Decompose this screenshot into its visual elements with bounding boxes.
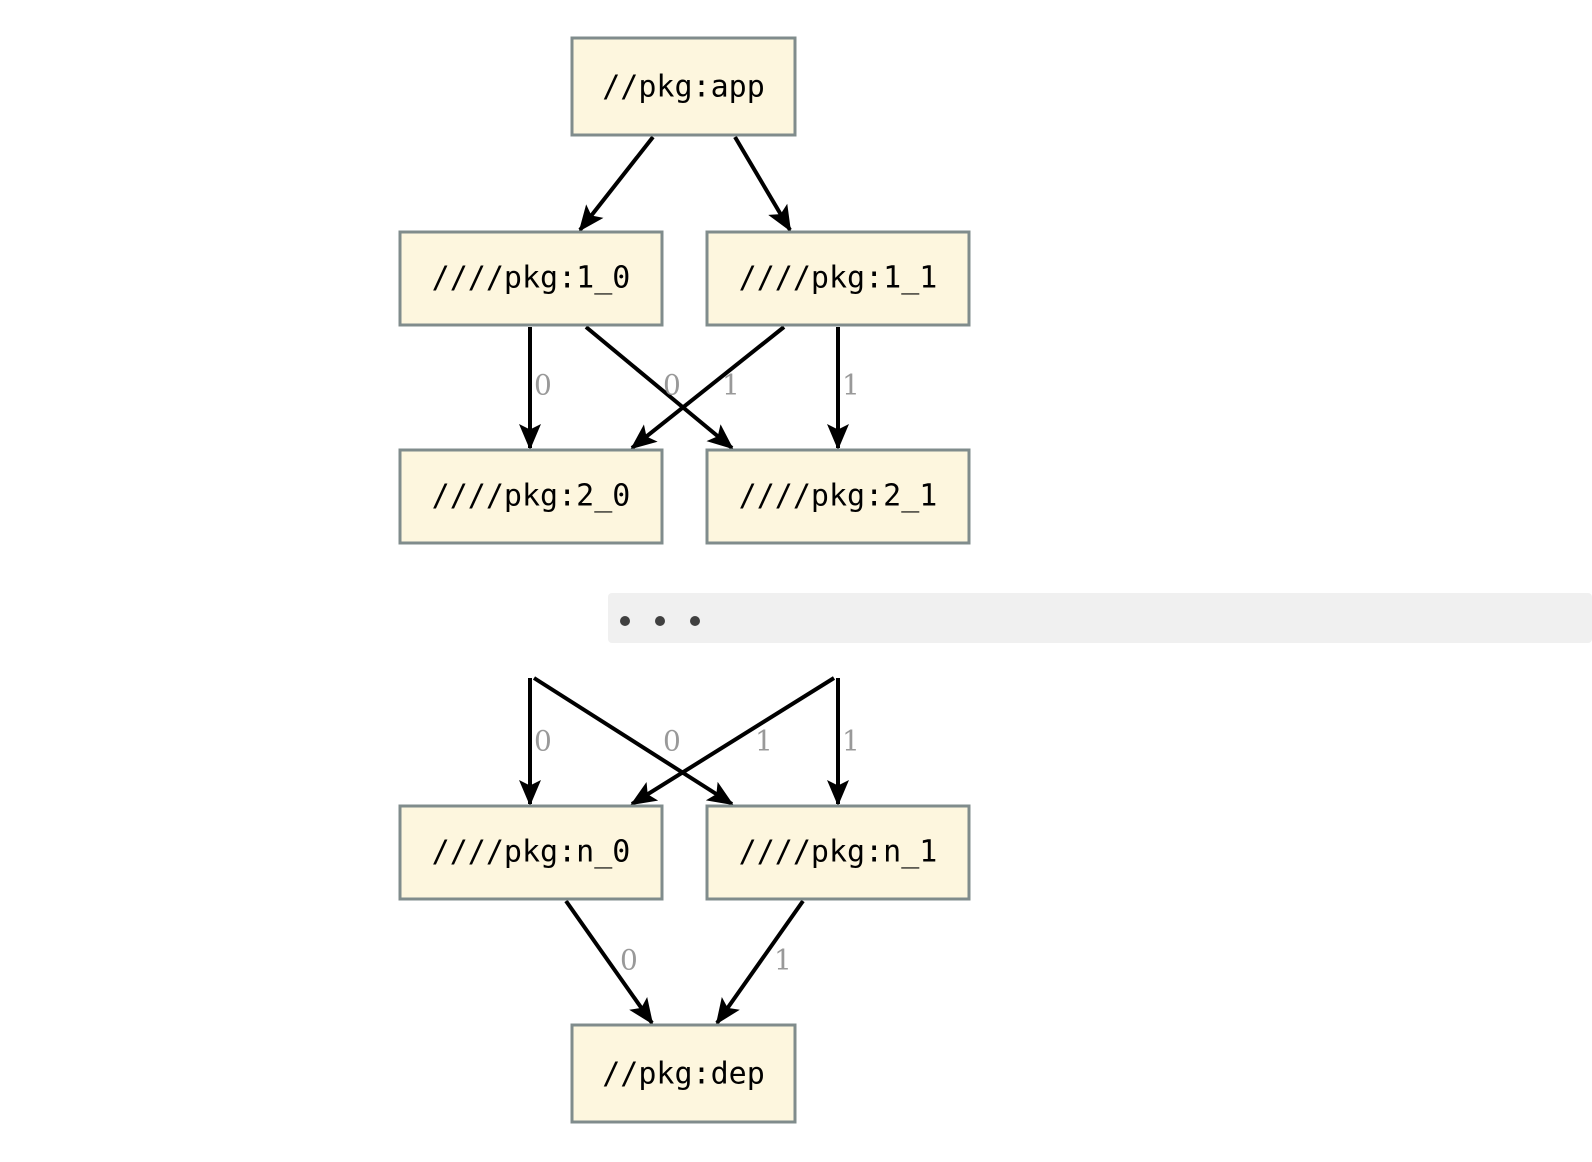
ellipsis-dot-3	[690, 616, 700, 626]
node-dep-box[interactable]	[570, 1023, 797, 1124]
edge-label-in-to-n_1-right: 1	[842, 725, 860, 758]
edge-label-group-cut-rown: 0 0 1 1	[534, 725, 860, 758]
edge-label-group-row1-row2: 0 0 1 1	[534, 369, 860, 402]
node-app-label: //pkg:app	[602, 70, 765, 105]
node-pkg-2_1-label: ////pkg:2_1	[739, 479, 938, 514]
edge-group-app-children	[578, 135, 792, 232]
edge-app-to-1_0	[578, 135, 655, 232]
node-pkg-1_0[interactable]: ////pkg:1_0	[398, 230, 664, 327]
edge-label-1_0-to-2_0: 0	[534, 369, 552, 402]
node-pkg-n_1[interactable]: ////pkg:n_1	[705, 804, 971, 901]
node-pkg-2_0[interactable]: ////pkg:2_0	[398, 448, 664, 545]
node-pkg-2_0-label: ////pkg:2_0	[432, 479, 631, 514]
edge-label-n_1-to-dep: 1	[774, 944, 792, 977]
edge-label-1_1-to-2_1: 1	[842, 369, 860, 402]
edge-group-rown-dep	[564, 899, 805, 1025]
ellipsis-separator-bar	[608, 593, 1592, 643]
node-pkg-1_0-label: ////pkg:1_0	[432, 261, 631, 296]
node-pkg-2_0-box[interactable]	[398, 448, 664, 545]
ellipsis-dot-2	[655, 616, 665, 626]
edge-n_1-to-dep	[715, 899, 805, 1025]
node-pkg-n_0-label: ////pkg:n_0	[432, 835, 631, 870]
edge-label-1_1-to-2_0: 1	[722, 369, 740, 402]
edge-1_1-to-2_0	[630, 325, 786, 450]
edge-label-in-to-n_0-left: 0	[534, 725, 552, 758]
ellipsis-separator	[608, 593, 1592, 643]
node-pkg-n_0[interactable]: ////pkg:n_0	[398, 804, 664, 901]
node-app-box[interactable]	[570, 36, 797, 137]
edge-group-row1-row2	[519, 325, 849, 450]
node-pkg-1_1-label: ////pkg:1_1	[739, 261, 938, 296]
node-pkg-n_1-box[interactable]	[705, 804, 971, 901]
node-dep-label: //pkg:dep	[602, 1057, 765, 1092]
node-pkg-2_1[interactable]: ////pkg:2_1	[705, 448, 971, 545]
edge-label-1_0-to-2_1: 0	[663, 369, 681, 402]
node-dep[interactable]: //pkg:dep	[570, 1023, 797, 1124]
node-pkg-2_1-box[interactable]	[705, 448, 971, 545]
node-pkg-1_1-box[interactable]	[705, 230, 971, 327]
edge-label-group-rown-dep: 0 1	[620, 944, 792, 977]
node-pkg-1_1[interactable]: ////pkg:1_1	[705, 230, 971, 327]
edge-in-to-n_1-cross	[532, 676, 734, 806]
node-app[interactable]: //pkg:app	[570, 36, 797, 137]
edge-group-cut-rown	[519, 676, 849, 806]
node-pkg-n_0-box[interactable]	[398, 804, 664, 901]
edge-1_0-to-2_1	[584, 325, 734, 450]
edge-label-n_0-to-dep: 0	[620, 944, 638, 977]
edge-label-in-to-n_1-cross: 0	[663, 725, 681, 758]
edge-label-in-to-n_0-cross: 1	[755, 725, 773, 758]
node-pkg-n_1-label: ////pkg:n_1	[739, 835, 938, 870]
edge-app-to-1_1	[733, 135, 792, 232]
node-pkg-1_0-box[interactable]	[398, 230, 664, 327]
edge-in-to-n_0-cross	[630, 676, 836, 806]
edge-n_0-to-dep	[564, 899, 654, 1025]
ellipsis-dot-1	[620, 616, 630, 626]
